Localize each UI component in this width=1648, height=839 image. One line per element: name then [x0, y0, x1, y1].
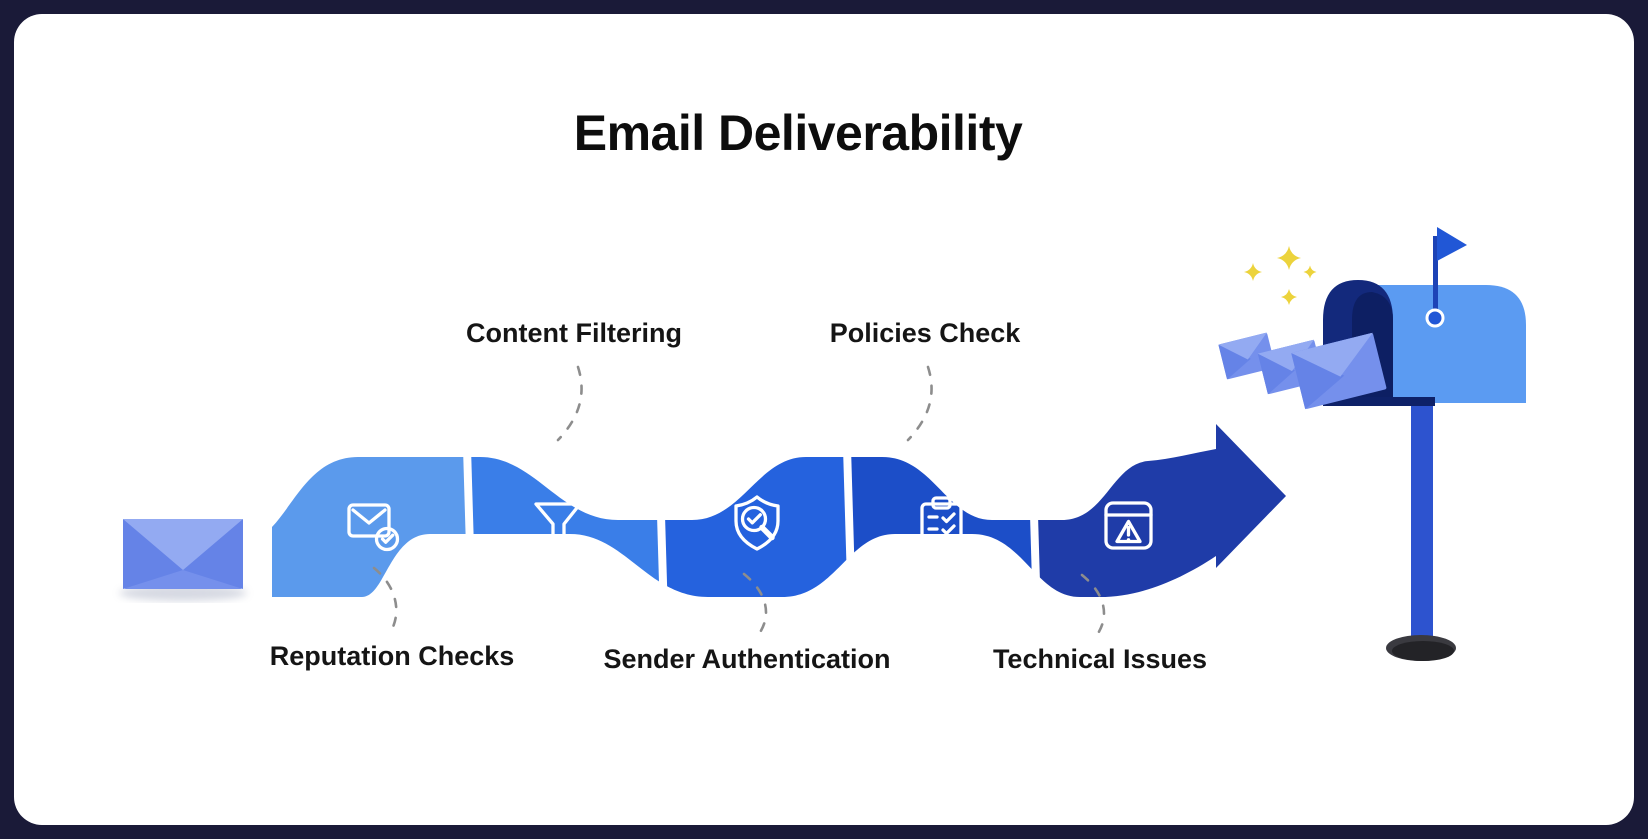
envelope-icon [119, 519, 247, 601]
connector-policies [906, 365, 933, 442]
sparkle-icon [1303, 265, 1317, 279]
stage-label-sender-authentication: Sender Authentication [603, 644, 891, 674]
connector-content [556, 365, 583, 442]
stage-label-content-filtering: Content Filtering [466, 318, 682, 348]
connector-technical [1080, 573, 1106, 637]
connector-reputation [372, 566, 398, 635]
incoming-envelopes [1218, 332, 1387, 410]
envelope-left-fold [123, 519, 183, 589]
mail-check-icon [347, 503, 400, 552]
mailbox-shadow-strip [1323, 397, 1435, 406]
stage-icons [347, 495, 1153, 552]
mailbox-post [1411, 396, 1433, 648]
page-title: Email Deliverability [573, 105, 1023, 161]
sparkles [1244, 246, 1317, 305]
flag-icon [1437, 227, 1467, 261]
envelope-right-fold [183, 519, 243, 589]
shield-check-search-icon [734, 495, 780, 551]
sparkle-icon [1244, 263, 1262, 281]
mailbox-icon [1218, 227, 1526, 661]
card-background [14, 14, 1634, 825]
sparkle-icon [1277, 246, 1301, 270]
envelope-flap [123, 519, 243, 570]
stage-label-reputation-checks: Reputation Checks [269, 641, 515, 671]
sparkle-icon [1281, 289, 1297, 305]
flag-pivot [1425, 308, 1445, 328]
connector-sender [742, 572, 768, 636]
browser-warning-icon [1104, 501, 1153, 550]
clipboard-checklist-icon [920, 496, 963, 551]
filter-funnel-icon [534, 502, 582, 547]
incoming-envelope-3 [1291, 332, 1387, 410]
mailbox-body [1355, 285, 1526, 403]
flag-pole [1433, 236, 1438, 320]
stage-label-technical-issues: Technical Issues [992, 644, 1208, 674]
mailbox-base-inner [1392, 641, 1454, 661]
stage-label-policies-check: Policies Check [829, 318, 1021, 348]
dashed-connectors [372, 365, 1106, 637]
incoming-envelope-1 [1218, 332, 1276, 380]
